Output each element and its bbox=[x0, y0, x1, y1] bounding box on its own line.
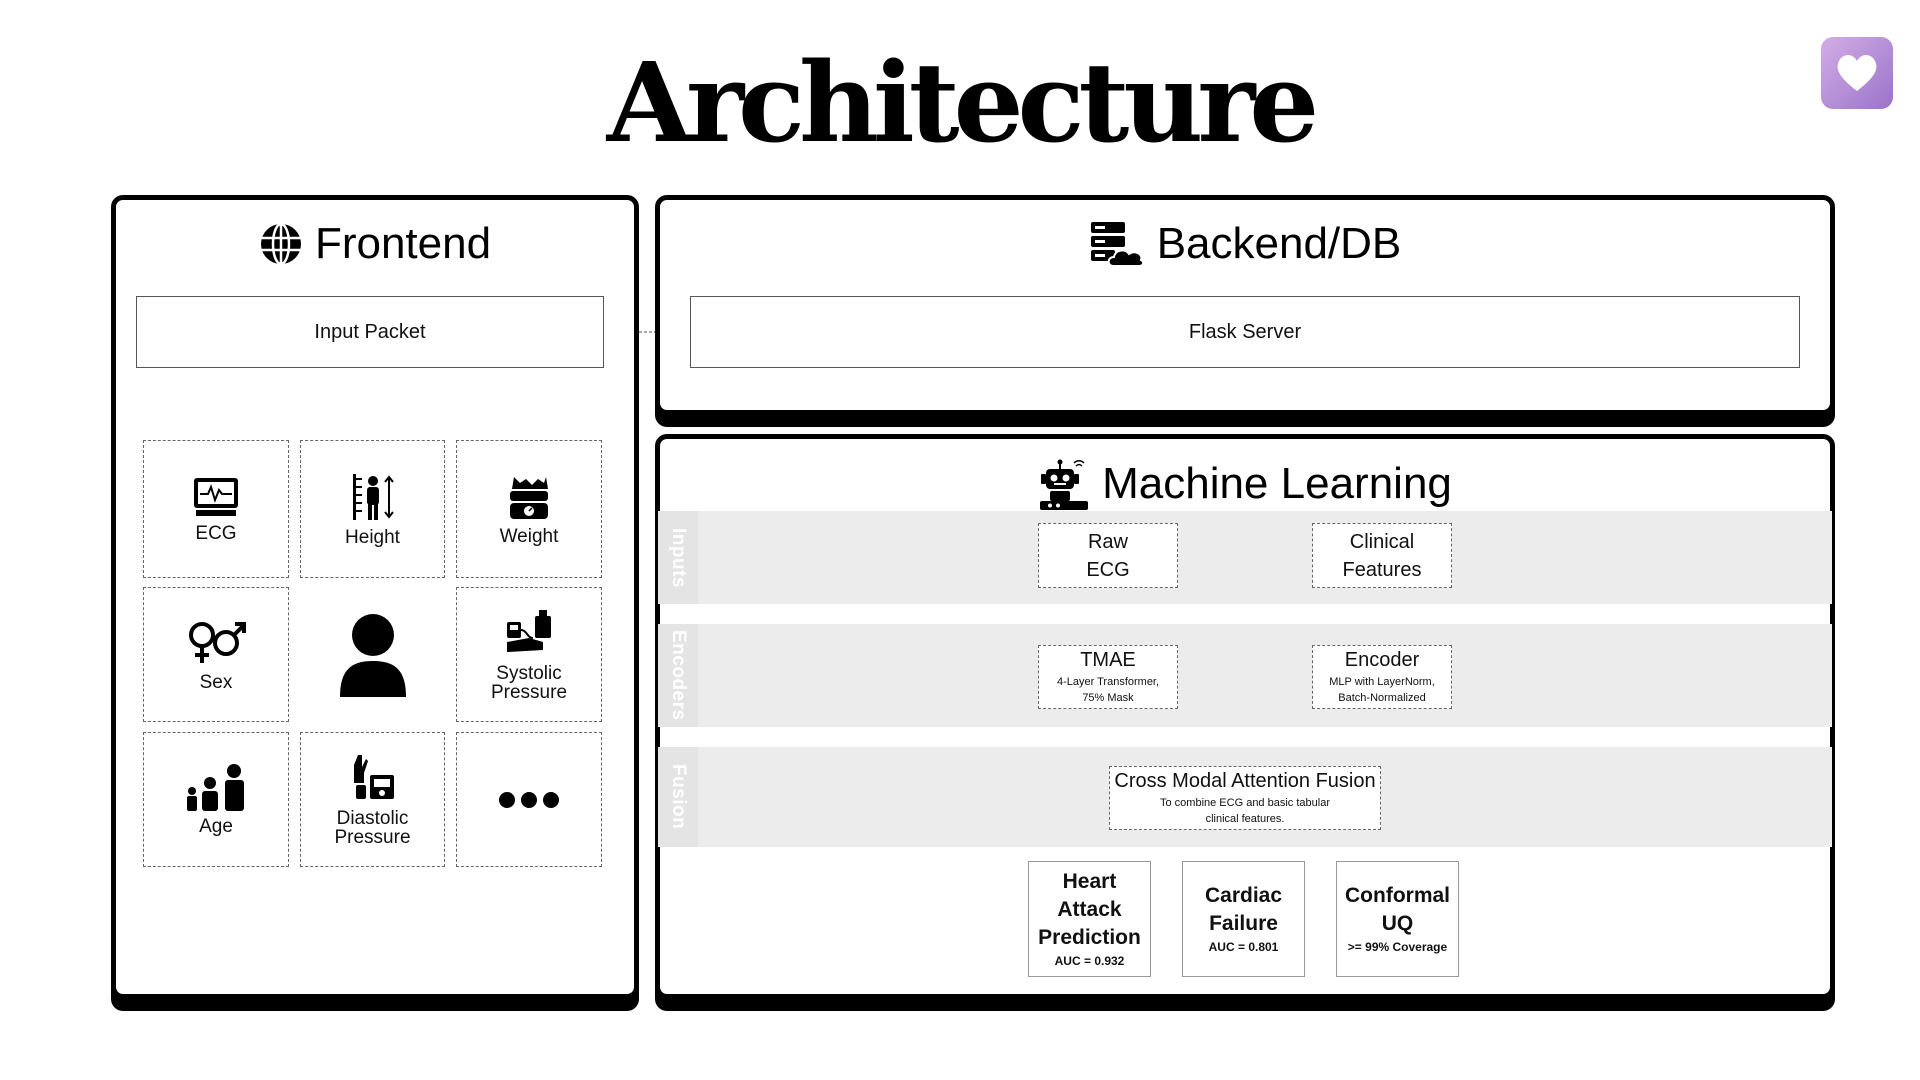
raw-ecg-input[interactable]: Raw ECG bbox=[1038, 523, 1178, 588]
frontend-header: Frontend bbox=[116, 218, 634, 270]
band-inputs bbox=[658, 511, 1832, 604]
backend-header: Backend/DB bbox=[660, 218, 1830, 270]
band-encoders bbox=[658, 624, 1832, 727]
ecg-monitor-icon bbox=[194, 477, 238, 516]
robot-icon bbox=[1040, 459, 1089, 510]
input-packet[interactable]: Input Packet bbox=[136, 296, 604, 368]
tmae-encoder[interactable]: TMAE 4-Layer Transformer, 75% Mask bbox=[1038, 645, 1178, 709]
tile-label: Sex bbox=[199, 672, 233, 693]
tile-weight[interactable]: Weight bbox=[456, 440, 602, 578]
tile-label: Diastolic Pressure bbox=[334, 807, 411, 848]
tile-label: Systolic Pressure bbox=[490, 662, 568, 703]
weight-scale-icon bbox=[510, 476, 548, 519]
tile-label: Age bbox=[199, 816, 233, 837]
person-icon bbox=[339, 613, 406, 697]
tile-label: ECG bbox=[195, 522, 237, 544]
height-icon bbox=[352, 473, 394, 520]
ml-title: Machine Learning bbox=[1102, 459, 1452, 508]
globe-icon bbox=[260, 222, 301, 266]
tile-diastolic-pressure[interactable]: Diastolic Pressure bbox=[300, 732, 445, 867]
tile-label: Height bbox=[345, 526, 400, 548]
band-tab-encoders: Encoders bbox=[658, 624, 698, 727]
tile-more[interactable] bbox=[456, 732, 602, 867]
cross-modal-fusion[interactable]: Cross Modal Attention Fusion To combine … bbox=[1109, 766, 1381, 830]
age-group-icon bbox=[187, 764, 244, 811]
server-cloud-icon bbox=[1090, 222, 1144, 267]
tile-systolic-pressure[interactable]: Systolic Pressure bbox=[456, 587, 602, 722]
page-title: Architecture bbox=[606, 38, 1320, 167]
tile-person bbox=[300, 587, 445, 722]
tile-ecg[interactable]: ECG bbox=[143, 440, 289, 578]
favorite-button[interactable] bbox=[1821, 37, 1893, 109]
backend-title: Backend/DB bbox=[1156, 219, 1402, 268]
more-dots-icon bbox=[499, 791, 559, 808]
tile-label: Weight bbox=[499, 525, 559, 547]
band-tab-inputs: Inputs bbox=[658, 511, 698, 604]
cardiac-failure-output[interactable]: Cardiac Failure AUC = 0.801 bbox=[1182, 861, 1305, 977]
tile-age[interactable]: Age bbox=[143, 732, 289, 867]
heart-attack-output[interactable]: Heart Attack Prediction AUC = 0.932 bbox=[1028, 861, 1151, 977]
blood-pressure-icon bbox=[507, 609, 551, 652]
conformal-uq-output[interactable]: Conformal UQ >= 99% Coverage bbox=[1336, 861, 1459, 977]
band-tab-fusion: Fusion bbox=[658, 747, 698, 847]
frontend-title: Frontend bbox=[314, 219, 492, 268]
flask-server[interactable]: Flask Server bbox=[690, 296, 1800, 368]
gender-icon bbox=[189, 622, 246, 663]
clinical-features-input[interactable]: Clinical Features bbox=[1312, 523, 1452, 588]
pressure-monitor-icon bbox=[353, 754, 394, 799]
clinical-encoder[interactable]: Encoder MLP with LayerNorm, Batch-Normal… bbox=[1312, 645, 1452, 709]
heart-icon bbox=[1837, 55, 1877, 91]
tile-sex[interactable]: Sex bbox=[143, 587, 289, 722]
tile-height[interactable]: Height bbox=[300, 440, 445, 578]
ml-header: Machine Learning bbox=[660, 457, 1830, 511]
